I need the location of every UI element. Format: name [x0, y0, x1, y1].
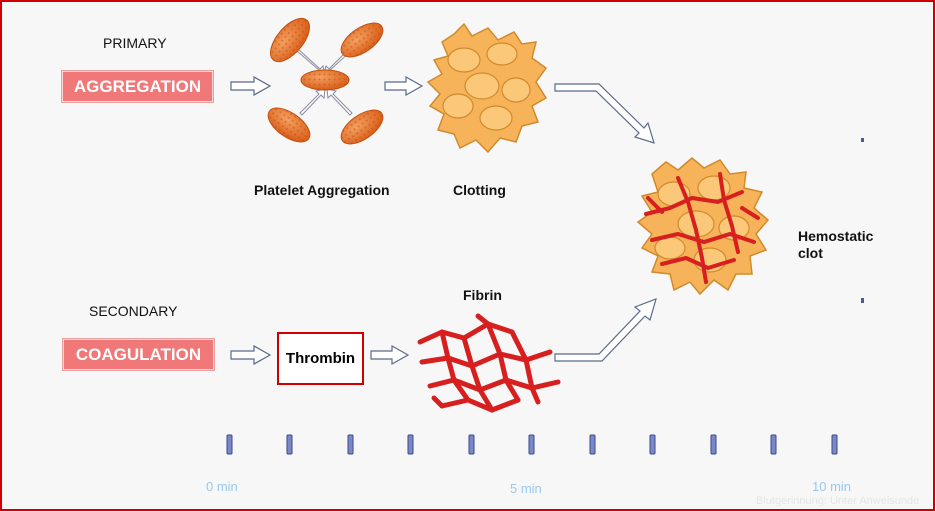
- timeline-ticks: [226, 434, 838, 455]
- hemostatic-clot-label: Hemostatic clot: [798, 228, 873, 262]
- time-5-label: 5 min: [510, 481, 542, 496]
- arrow-platelets-to-clotting: [384, 75, 424, 97]
- edge-mark: [861, 298, 864, 303]
- watermark-text: Blutgerinnung: Unter Anweisunde: [756, 495, 920, 507]
- thrombin-label: Thrombin: [285, 350, 356, 367]
- primary-heading: PRIMARY: [103, 35, 167, 51]
- time-0-label: 0 min: [206, 479, 238, 494]
- arrow-fibrin-to-clot: [554, 298, 657, 362]
- clotting-mass-icon: [426, 22, 548, 154]
- platelet-cluster-icon: [267, 17, 384, 145]
- hemostatic-label-line1: Hemostatic: [798, 228, 874, 244]
- arrow-coagulation-to-thrombin: [230, 344, 272, 366]
- platelet-aggregation-label: Platelet Aggregation: [254, 182, 390, 198]
- fibrin-mesh-icon: [417, 313, 561, 413]
- edge-mark: [861, 138, 864, 142]
- coagulation-button: COAGULATION: [62, 338, 215, 371]
- hemostatic-clot-icon: [636, 157, 770, 296]
- fibrin-label: Fibrin: [463, 287, 502, 303]
- clotting-label: Clotting: [453, 182, 506, 198]
- arrow-thrombin-to-fibrin: [370, 344, 410, 366]
- aggregation-button: AGGREGATION: [61, 70, 214, 103]
- time-10-label: 10 min: [812, 479, 852, 494]
- secondary-heading: SECONDARY: [89, 303, 178, 319]
- arrow-clotting-to-clot: [554, 83, 655, 144]
- thrombin-box: Thrombin: [277, 332, 364, 385]
- hemostatic-label-line2: clot: [798, 245, 823, 261]
- arrow-aggregation-to-platelets: [230, 75, 272, 97]
